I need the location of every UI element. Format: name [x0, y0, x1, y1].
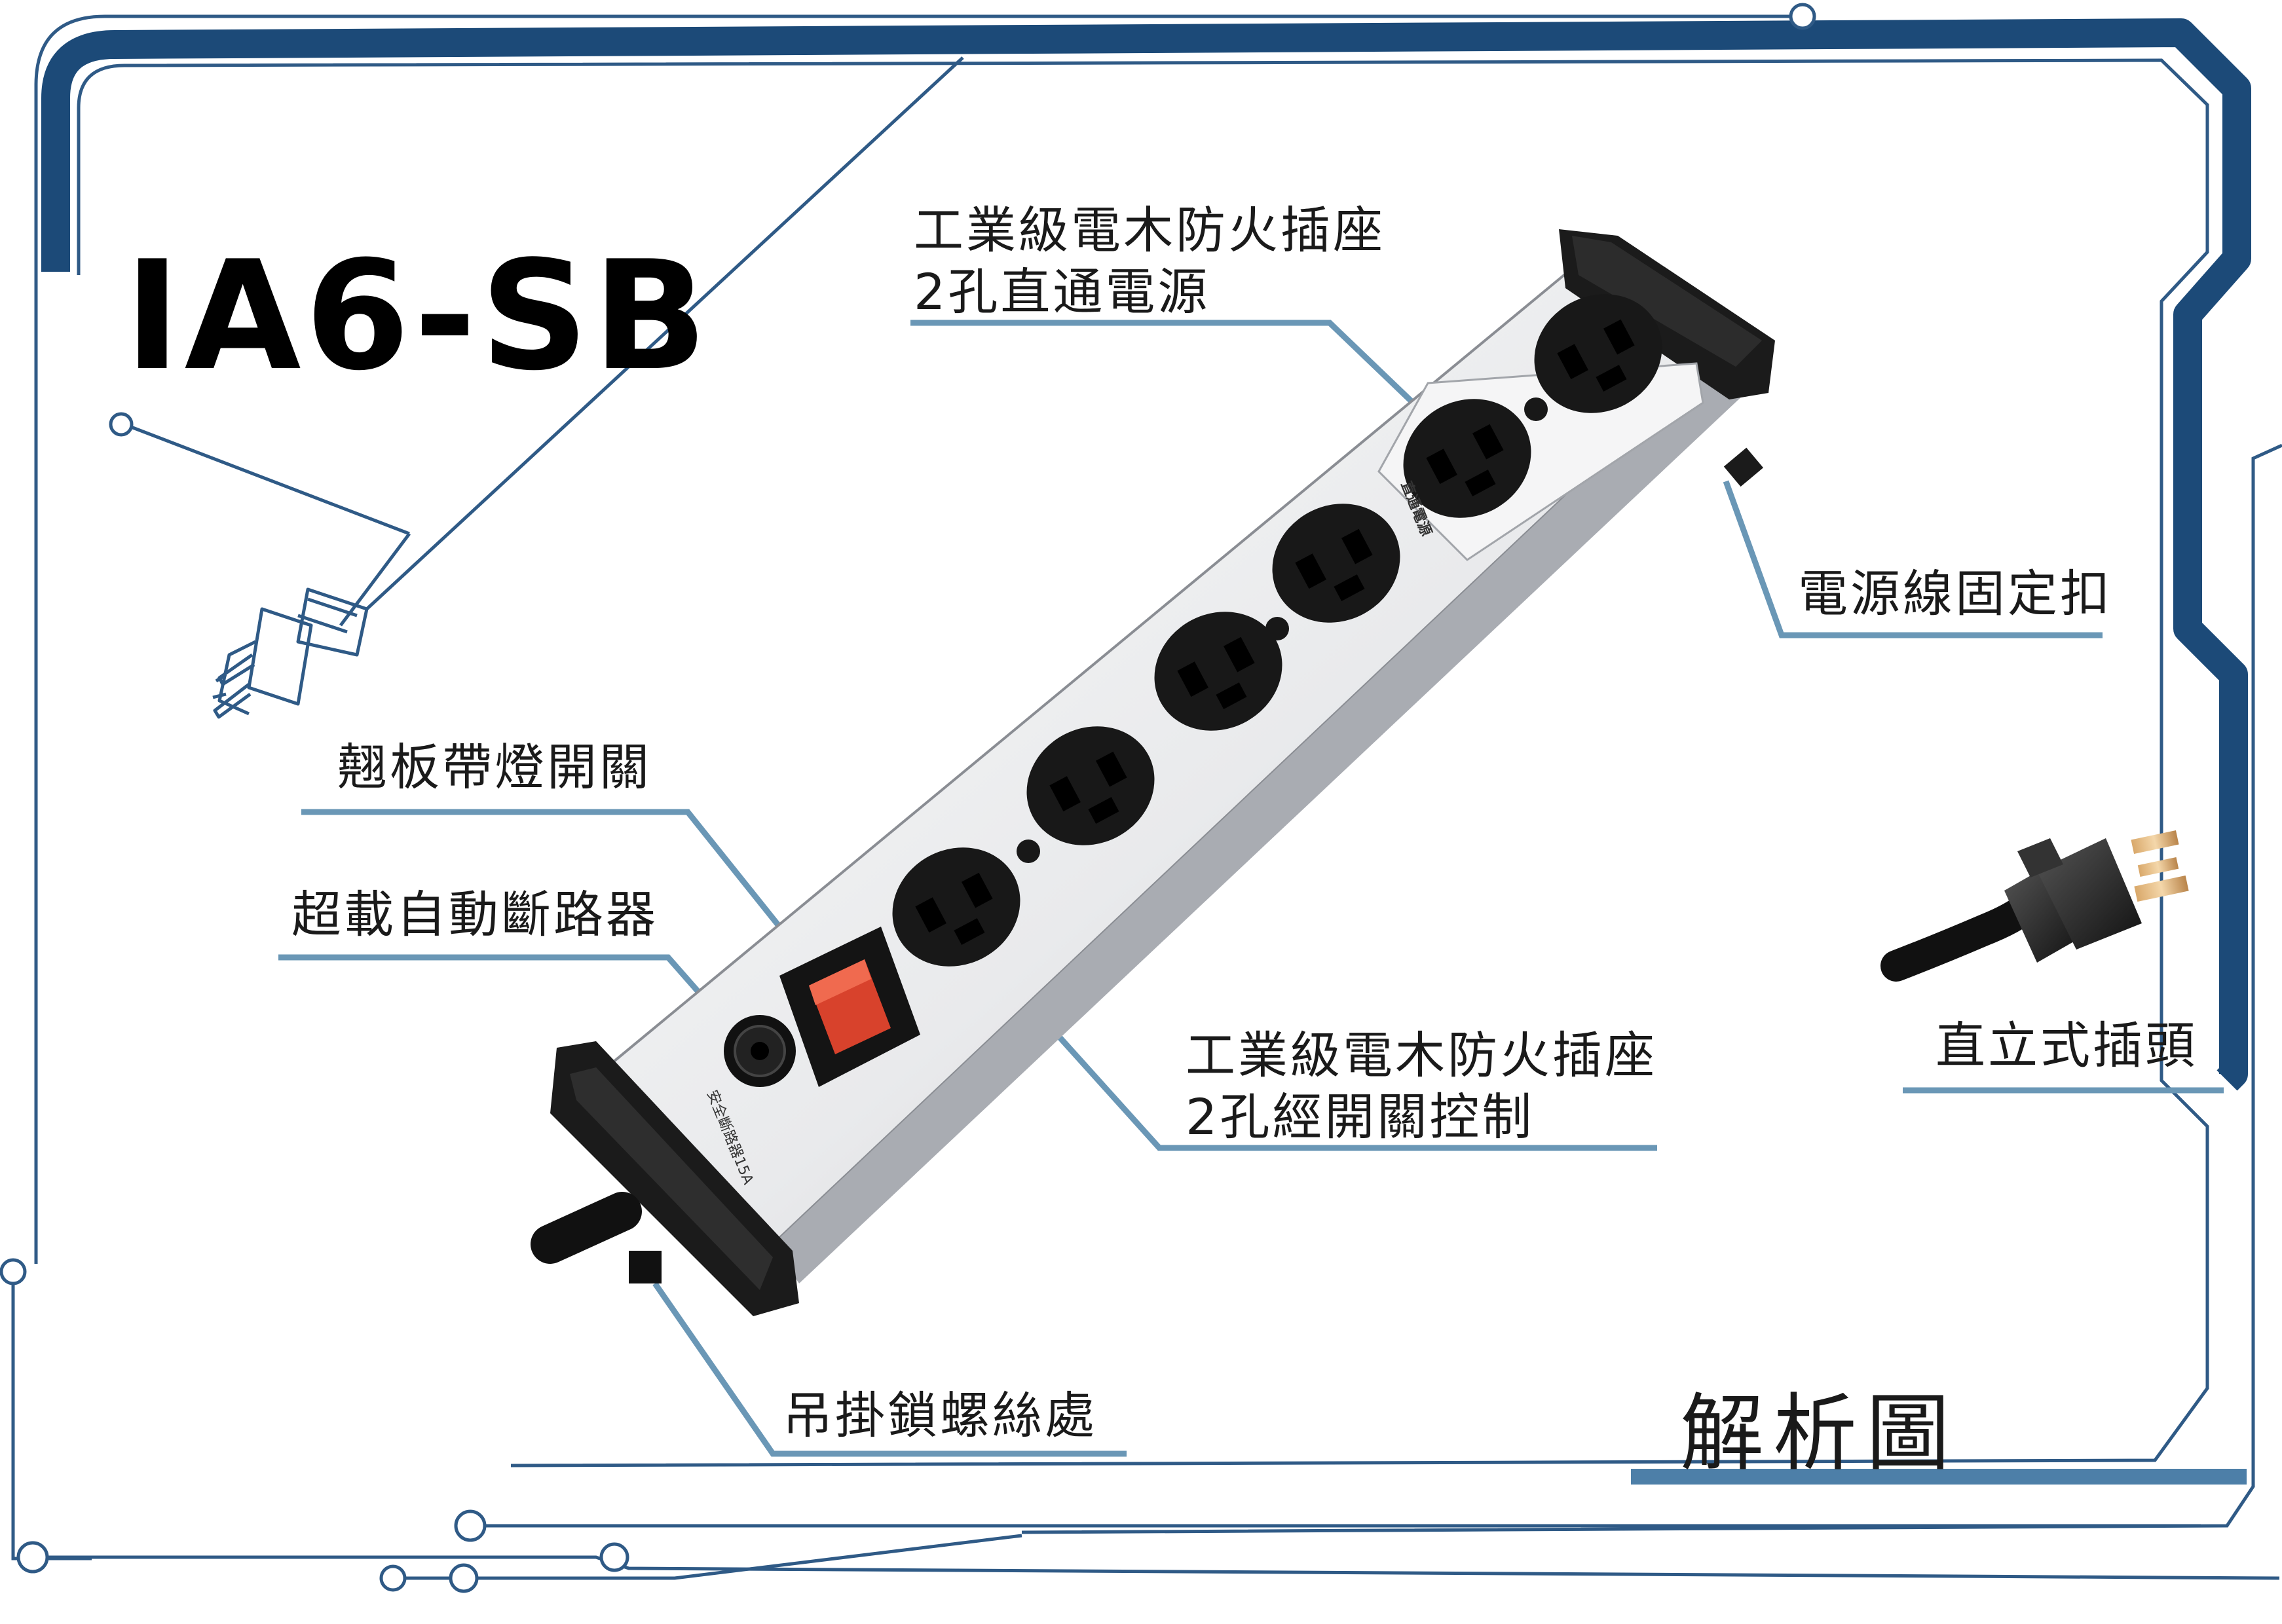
- outlet: [1403, 399, 1531, 518]
- label-outlet-direct-line1: 工業級電木防火插座: [914, 201, 1385, 259]
- power-strip: [531, 229, 1775, 1316]
- end-cap-top: [1559, 229, 1775, 487]
- bottom-circuit-1: [11, 1274, 92, 1560]
- plug-line-art: [109, 56, 964, 719]
- frame-node: [0, 1258, 27, 1285]
- leader-cord-clip: [1723, 480, 2103, 638]
- plug-photo: [1880, 830, 2189, 982]
- breaker-knob: [724, 1015, 796, 1087]
- frame-top-band: [41, 18, 2251, 1091]
- label-hanging-screw: 吊掛鎖螺絲處: [783, 1386, 1097, 1445]
- label-outlet-switched-line1: 工業級電木防火插座: [1186, 1026, 1657, 1084]
- frame-inner-line: [77, 58, 2209, 1467]
- outlet: [892, 847, 1020, 967]
- bottom-circuit-4: [406, 1534, 1022, 1580]
- frame-node: [16, 1541, 49, 1574]
- label-plug: 直立式插頭: [1936, 1016, 2198, 1075]
- plug-cord: [1880, 888, 2046, 982]
- label-outlet-switched: 工業級電木防火插座 2孔經開關控制: [1186, 1025, 1657, 1148]
- frame-node: [454, 1509, 487, 1542]
- caption-title: 解析圖: [1680, 1385, 1960, 1483]
- label-outlet-switched-line2: 2孔經開關控制: [1186, 1088, 1535, 1146]
- outlet: [1026, 726, 1155, 845]
- rocker-switch: [779, 927, 920, 1087]
- label-outlet-direct: 工業級電木防火插座 2孔直通電源: [914, 200, 1385, 323]
- frame-outer-line: [34, 14, 1791, 1264]
- frame-node: [1789, 3, 1816, 30]
- label-rocker-switch: 翹板帶燈開關: [337, 738, 652, 796]
- end-cap-bottom: [531, 1041, 799, 1316]
- frame: [0, 3, 2282, 1593]
- label-outlet-direct-line2: 2孔直通電源: [914, 263, 1210, 321]
- strip-front: [773, 354, 1746, 1283]
- outlets: [892, 294, 1662, 967]
- frame-node: [379, 1564, 407, 1592]
- outlet: [1154, 612, 1282, 731]
- frame-node: [449, 1563, 479, 1593]
- label-breaker: 超載自動斷路器: [291, 885, 658, 944]
- leader-hanging-screw: [652, 1282, 1127, 1457]
- outlet: [1272, 504, 1400, 623]
- outlet: [1534, 294, 1662, 413]
- leader-outlet-direct: [910, 320, 1460, 448]
- frame-node: [599, 1542, 629, 1572]
- model-number: IA6-SB: [124, 229, 712, 404]
- strip-cord: [531, 1192, 642, 1264]
- frame-right-line: [1021, 443, 2282, 1534]
- label-cord-clip: 電源線固定扣: [1798, 564, 2112, 623]
